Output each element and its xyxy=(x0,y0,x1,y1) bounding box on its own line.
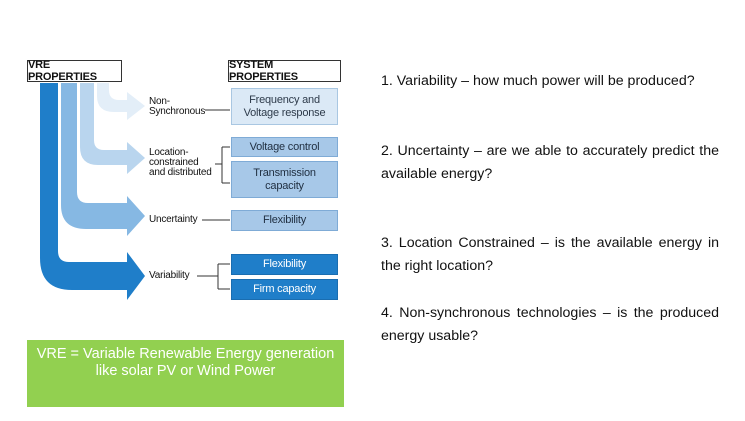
connector-variability xyxy=(197,263,230,290)
vre-properties-header: VRE PROPERTIES xyxy=(27,59,122,83)
connector-location xyxy=(215,146,230,184)
vre-label-variability: Variability xyxy=(149,270,190,281)
arrow-non-synchronous xyxy=(97,83,145,120)
arrow-location-constrained xyxy=(80,83,145,174)
vre-label-non-synchronous: Non- Synchronous xyxy=(149,96,206,117)
vre-definition-note: VRE = Variable Renewable Energy generati… xyxy=(27,340,344,407)
list-item-variability: 1. Variability – how much power will be … xyxy=(381,73,695,89)
arrow-variability xyxy=(40,83,145,300)
list-item-location-constrained: 3. Location Constrained – is the availab… xyxy=(381,235,719,274)
system-properties-header: SYSTEM PROPERTIES xyxy=(228,59,341,83)
system-box-transmission-capacity: Transmission capacity xyxy=(231,161,338,198)
flow-arrows xyxy=(40,83,230,300)
vre-diagram: VRE PROPERTIES SYSTEM PROPERTIES Non- Sy… xyxy=(0,0,360,421)
system-box-firm-capacity: Firm capacity xyxy=(231,279,338,300)
system-box-flexibility-variability: Flexibility xyxy=(231,254,338,275)
system-box-frequency-voltage: Frequency and Voltage response xyxy=(231,88,338,125)
system-box-flexibility-uncertainty: Flexibility xyxy=(231,210,338,231)
list-item-uncertainty: 2. Uncertainty – are we able to accurate… xyxy=(381,143,719,182)
vre-label-uncertainty: Uncertainty xyxy=(149,214,198,225)
arrow-uncertainty xyxy=(61,83,145,236)
system-box-voltage-control: Voltage control xyxy=(231,137,338,157)
list-item-non-synchronous: 4. Non-synchronous technologies – is the… xyxy=(381,305,719,344)
vre-label-location-constrained: Location- constrained and distributed xyxy=(149,147,212,178)
